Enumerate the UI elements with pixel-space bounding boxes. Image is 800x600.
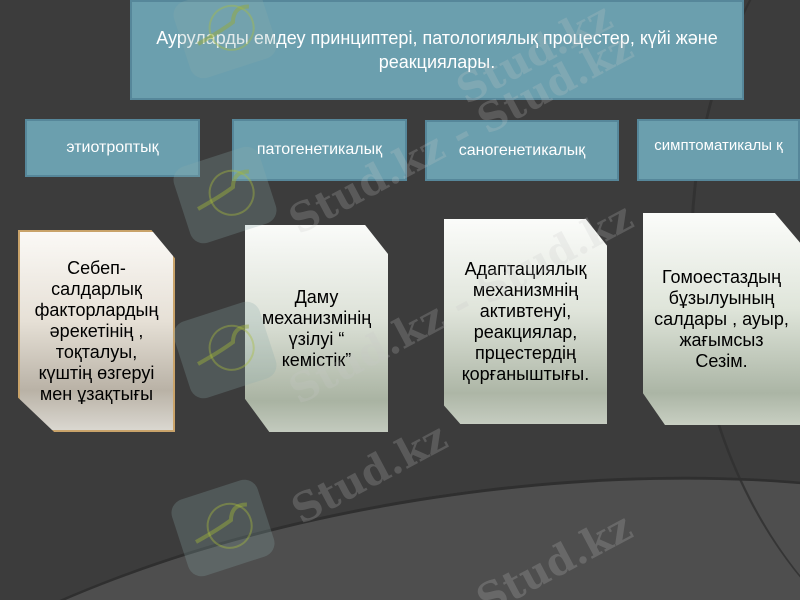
card-etiotropic: Себеп-салдарлық факторлардың әрекетінің …	[18, 230, 175, 432]
card-text: Даму механизмінің үзілуі “ кемістік”	[261, 286, 372, 370]
card-text: Гомоестаздың бұзылуының салдары , ауыр, …	[654, 266, 789, 371]
category-label: патогенетикалық	[256, 141, 383, 158]
category-etiotropic: этиотроптық	[25, 119, 200, 177]
card-symptomatic: Гомоестаздың бұзылуының салдары , ауыр, …	[643, 213, 800, 425]
card-text: Себеп-салдарлық факторлардың әрекетінің …	[34, 257, 159, 404]
slide-title: Ауруларды емдеу принциптері, патологиялы…	[156, 28, 718, 72]
category-pathogenetic: патогенетикалық	[232, 119, 407, 181]
category-symptomatic: симптоматикалы қ	[637, 119, 800, 181]
title-box: Ауруларды емдеу принциптері, патологиялы…	[130, 0, 744, 100]
card-sanogenetic: Адаптациялық механизмнің активтенуі, реа…	[444, 219, 607, 424]
category-label: саногенетикалық	[458, 141, 586, 159]
category-label: симптоматикалы қ	[654, 137, 783, 154]
category-sanogenetic: саногенетикалық	[425, 120, 619, 181]
card-pathogenetic: Даму механизмінің үзілуі “ кемістік”	[245, 225, 388, 432]
category-label: этиотроптық	[66, 139, 159, 156]
card-text: Адаптациялық механизмнің активтенуі, реа…	[461, 258, 590, 384]
